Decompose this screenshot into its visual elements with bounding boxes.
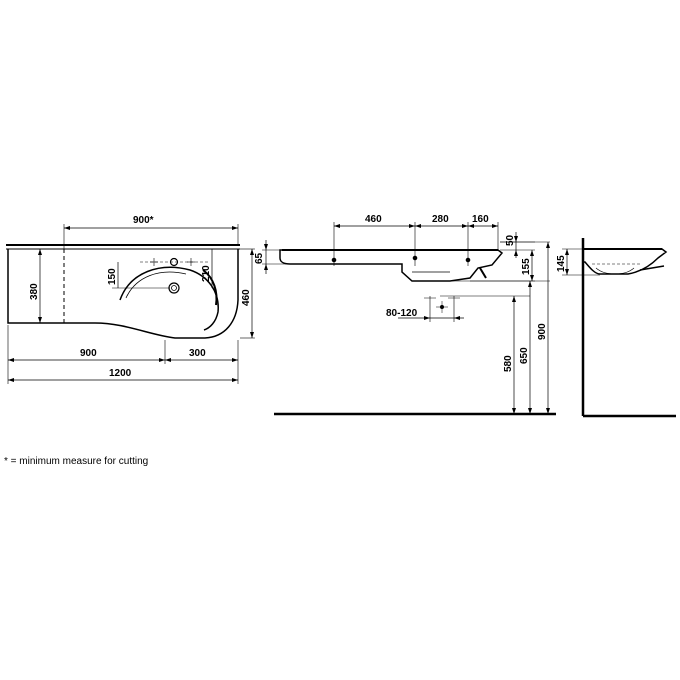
side-profile — [583, 248, 668, 275]
dim-tap-offset-y: 210 — [201, 265, 212, 282]
bowl-outline — [119, 266, 219, 331]
dim-depth-left: 380 — [29, 283, 40, 300]
dim-height-650: 650 — [519, 347, 530, 364]
front-profile — [279, 249, 504, 282]
waste-outlet — [168, 282, 180, 294]
dim-depth-total: 460 — [241, 289, 252, 306]
dim-height-580: 580 — [503, 355, 514, 372]
dim-basin-depth: 155 — [521, 258, 532, 275]
dim-tap-1: 460 — [365, 214, 382, 225]
dim-tap-2: 280 — [432, 214, 449, 225]
side-view — [562, 238, 676, 418]
dim-overall: 1200 — [109, 368, 132, 379]
dim-top-thickness: 50 — [505, 234, 516, 246]
dim-width-min: 900* — [133, 215, 154, 226]
dim-tap-3: 160 — [472, 214, 489, 225]
dim-fixing-spacing: 80-120 — [386, 308, 418, 319]
washbasin-outline — [7, 249, 239, 339]
dim-front-thickness: 65 — [254, 252, 265, 264]
plan-view — [6, 224, 255, 384]
footnote: * = minimum measure for cutting — [4, 456, 149, 467]
dim-height-900: 900 — [537, 323, 548, 340]
dim-side-height: 145 — [556, 255, 567, 272]
front-view — [262, 222, 556, 416]
dim-tap-offset-x: 150 — [107, 268, 118, 285]
dim-bottom-right: 300 — [189, 348, 206, 359]
dim-bottom-left: 900 — [80, 348, 97, 359]
